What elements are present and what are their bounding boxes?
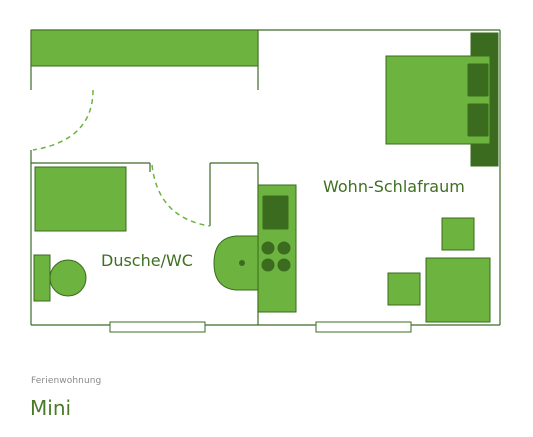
washbasin-drain (239, 260, 245, 266)
toilet-bowl (49, 259, 87, 297)
entrance-door-swing (32, 89, 94, 151)
caption-name: Mini (30, 396, 72, 420)
chair-left (387, 272, 421, 306)
room-label-bathroom: Dusche/WC (101, 251, 193, 270)
shower-tray (34, 166, 127, 232)
toilet-tank (33, 254, 51, 302)
chair-top (441, 217, 475, 251)
room-label-living: Wohn-Schlafraum (323, 177, 465, 196)
stove-burner-4 (277, 258, 291, 272)
kitchen-sink (262, 195, 289, 230)
caption-type: Ferienwohnung (31, 376, 102, 386)
pillow-2 (467, 103, 489, 137)
washbasin (213, 235, 259, 291)
pillow-1 (467, 63, 489, 97)
stove-burner-1 (261, 241, 275, 255)
window-living (315, 321, 412, 333)
bathroom-door-swing (151, 164, 211, 227)
table (425, 257, 491, 323)
stove-burner-3 (261, 258, 275, 272)
doors (32, 89, 211, 227)
furniture (30, 29, 499, 323)
stove-burner-2 (277, 241, 291, 255)
windows (109, 321, 412, 333)
wardrobe (30, 29, 259, 67)
window-bathroom (109, 321, 206, 333)
